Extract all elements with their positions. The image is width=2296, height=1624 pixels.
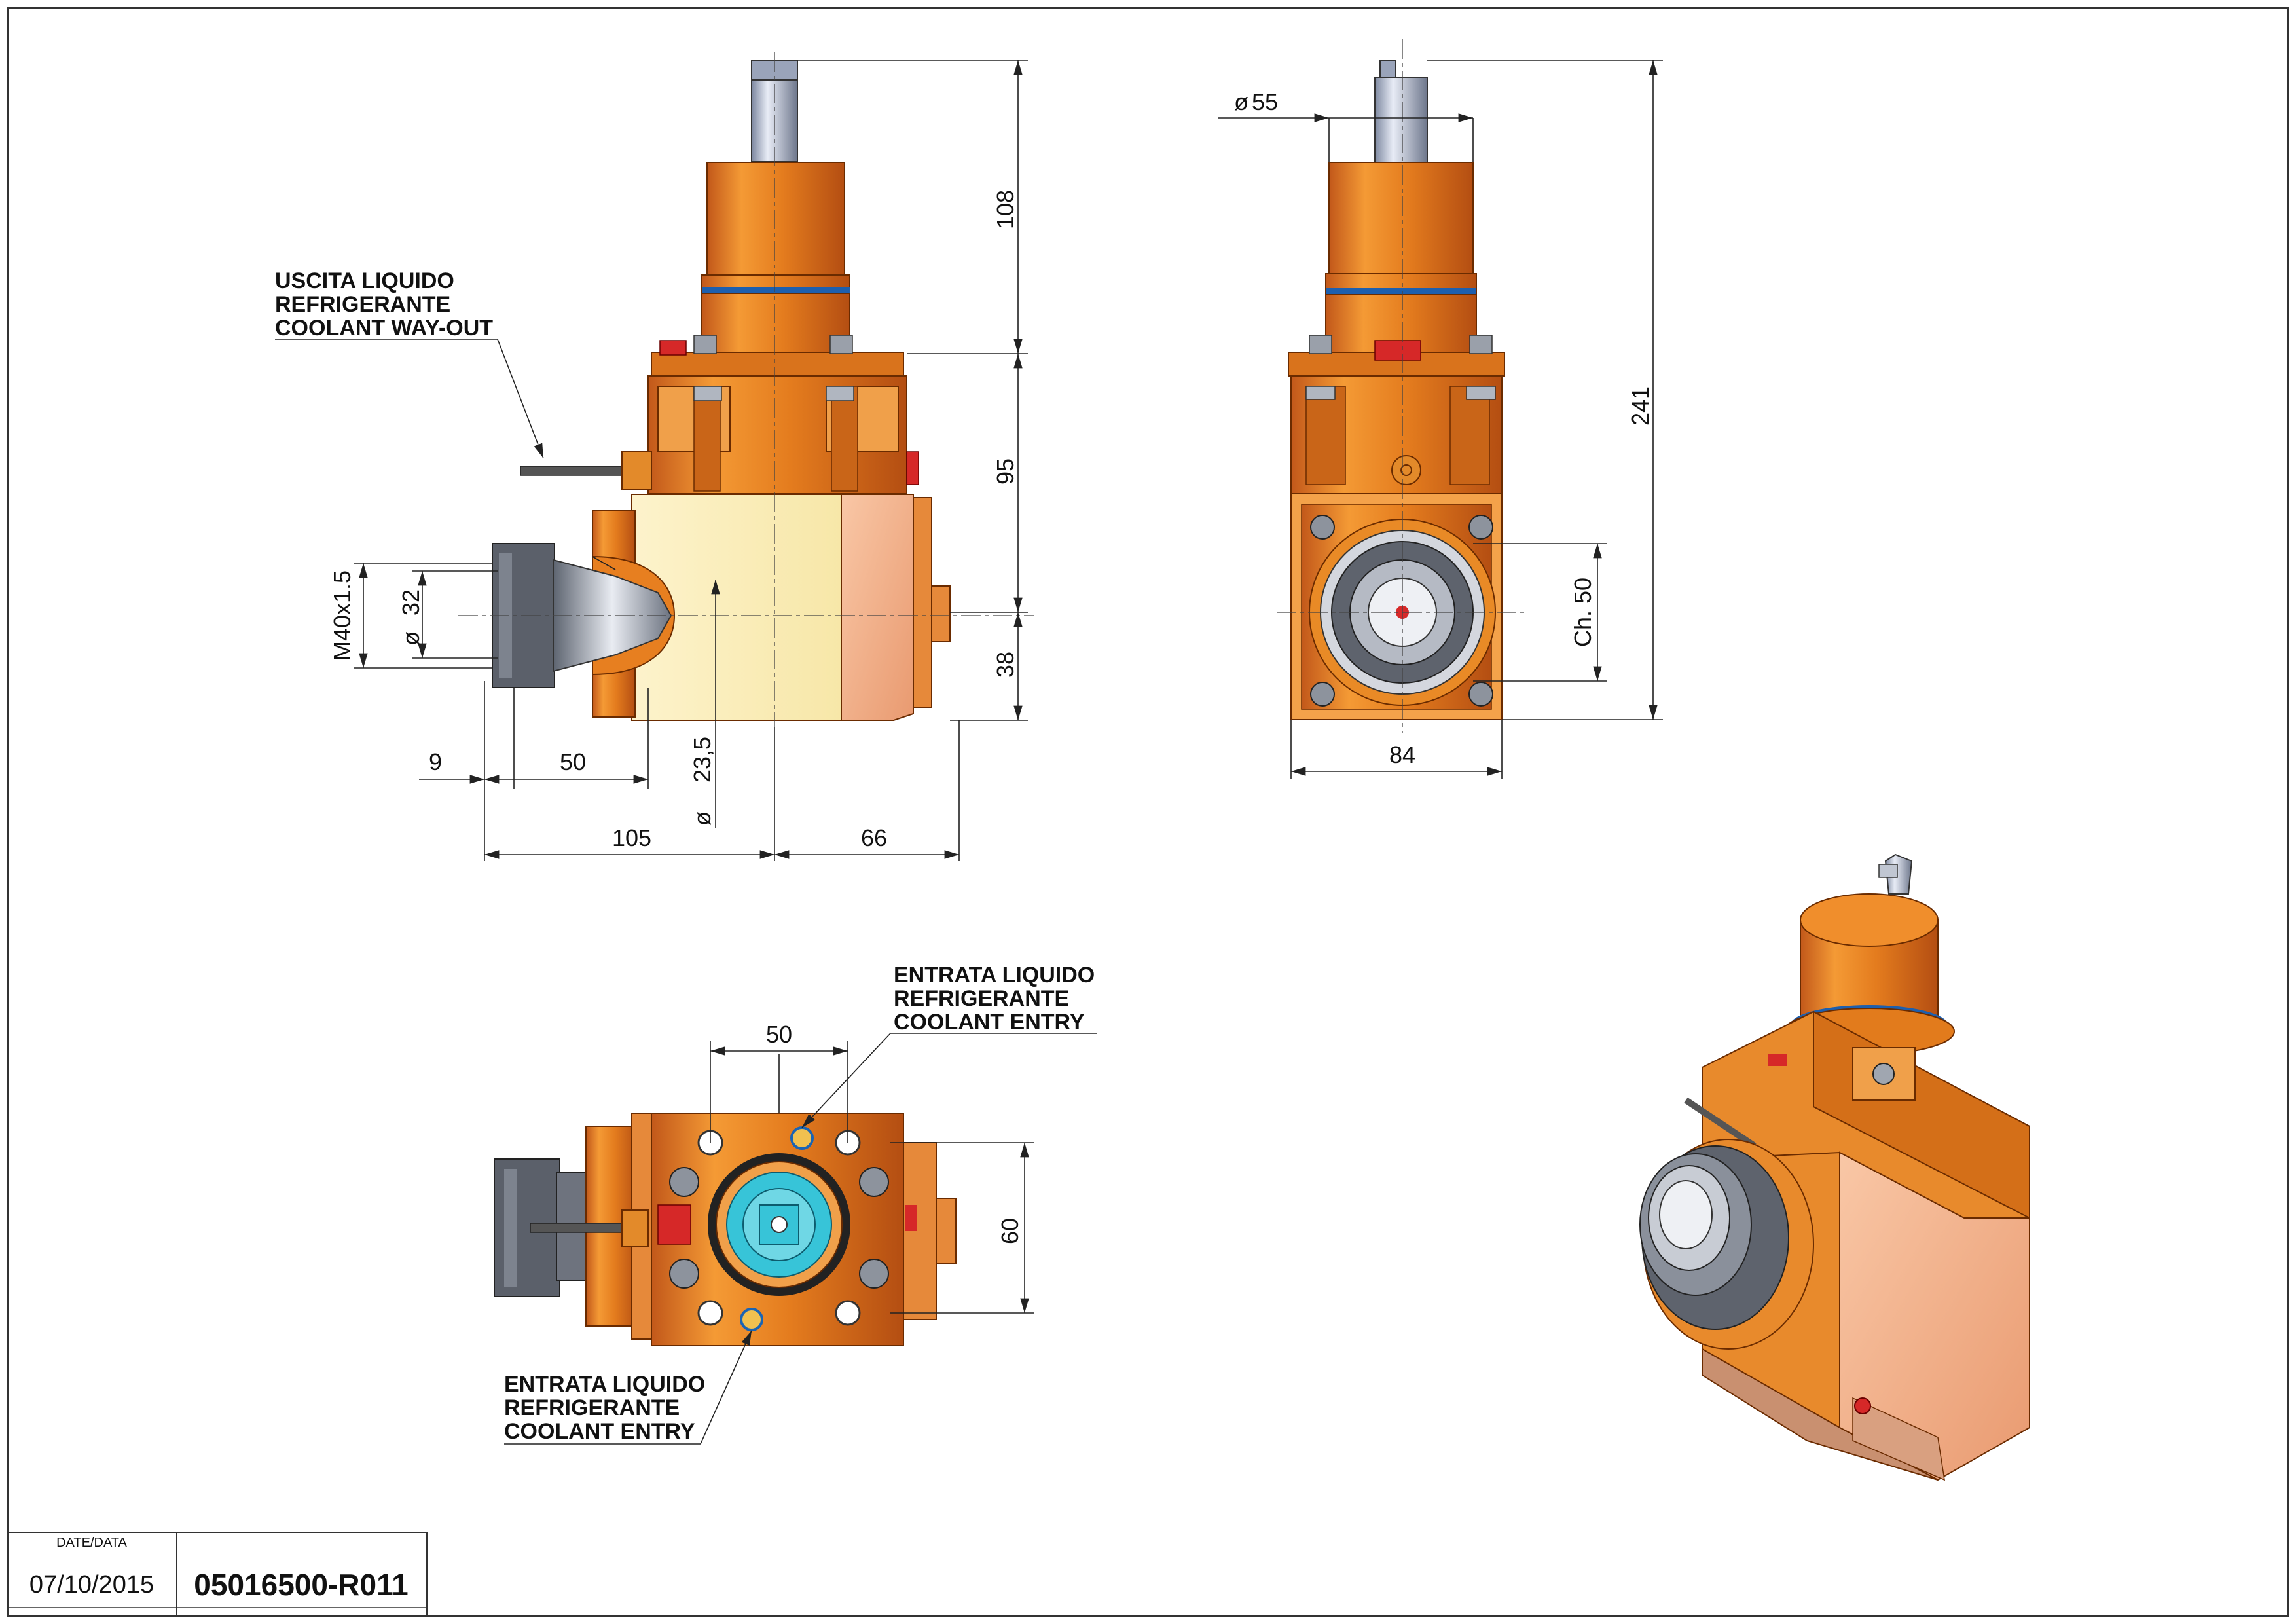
callout-outlet-line3: COOLANT WAY-OUT <box>275 316 493 341</box>
dim-50-top: 50 <box>766 1021 792 1048</box>
callout-outlet-line2: REFRIGERANTE <box>275 292 450 317</box>
title-block: DATE/DATA 07/10/2015 05016500-R011 <box>7 1532 428 1617</box>
top-view-dimensions: 50 60 <box>710 1021 1029 1313</box>
dim-108: 108 <box>992 190 1019 229</box>
dim-9: 9 <box>429 748 442 775</box>
callout-coolant-way-out: USCITA LIQUIDO REFRIGERANTE COOLANT WAY-… <box>275 268 544 459</box>
date-value: 07/10/2015 <box>29 1571 154 1598</box>
callout-outlet-line1: USCITA LIQUIDO <box>275 268 454 293</box>
isometric-view <box>1639 853 2030 1481</box>
date-label: DATE/DATA <box>56 1536 127 1550</box>
dim-dia32: 32 <box>397 589 424 616</box>
dim-50-side: 50 <box>560 748 586 775</box>
callout-coolant-entry-bottom: ENTRATA LIQUIDO REFRIGERANTE COOLANT ENT… <box>504 1330 752 1445</box>
callout-entry-top-line1: ENTRATA LIQUIDO <box>894 963 1095 987</box>
dim-241: 241 <box>1627 386 1654 426</box>
side-view-dimensions: 108 95 38 M40x1.5 ø 32 ø 23,5 9 50 105 6… <box>329 60 1028 861</box>
callout-coolant-entry-top: ENTRATA LIQUIDO REFRIGERANTE COOLANT ENT… <box>801 963 1097 1128</box>
diameter-symbol-icon: ø <box>1234 88 1248 115</box>
dim-thread: M40x1.5 <box>329 570 355 661</box>
dim-38: 38 <box>992 652 1019 678</box>
drawing-code: 05016500-R011 <box>194 1568 408 1602</box>
side-view <box>458 52 1034 861</box>
callout-entry-top-line2: REFRIGERANTE <box>894 986 1069 1011</box>
top-view <box>494 1041 1034 1346</box>
dim-84: 84 <box>1389 741 1415 768</box>
dim-95: 95 <box>992 458 1019 485</box>
front-view <box>1277 39 1525 733</box>
dim-105: 105 <box>612 824 651 851</box>
dim-dia55: 55 <box>1252 88 1278 115</box>
diameter-symbol-icon: ø <box>397 631 424 646</box>
diameter-symbol-icon: ø <box>689 811 716 826</box>
dim-60: 60 <box>996 1218 1023 1244</box>
sheet-border <box>7 7 2289 1617</box>
dim-66: 66 <box>861 824 887 851</box>
front-view-dimensions: 241 ø 55 Ch. 50 84 <box>1218 60 1663 779</box>
dim-ch50: Ch. 50 <box>1569 578 1596 647</box>
callout-entry-bottom-line1: ENTRATA LIQUIDO <box>504 1372 705 1397</box>
callout-entry-top-line3: COOLANT ENTRY <box>894 1010 1085 1035</box>
callout-entry-bottom-line3: COOLANT ENTRY <box>504 1419 695 1444</box>
dim-dia23: 23,5 <box>689 737 716 783</box>
callout-entry-bottom-line2: REFRIGERANTE <box>504 1395 680 1420</box>
